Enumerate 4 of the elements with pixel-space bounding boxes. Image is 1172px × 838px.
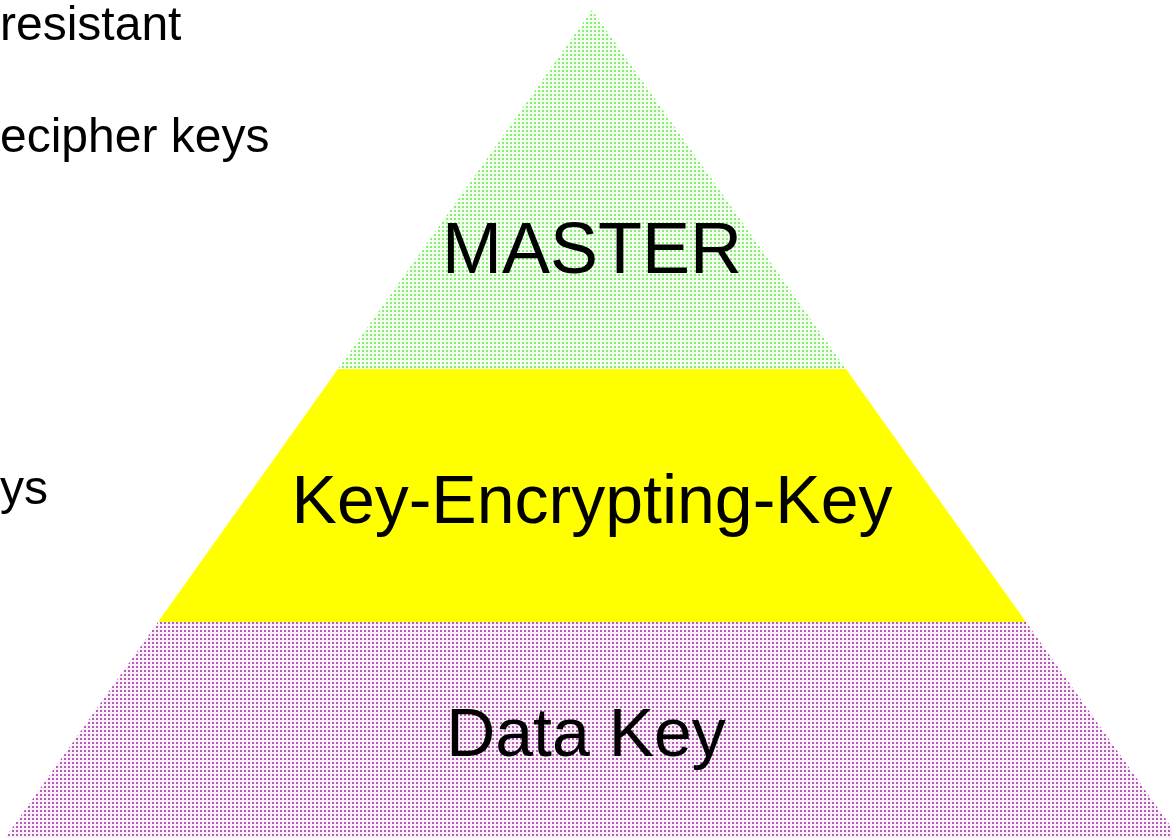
side-text: resistant (0, 0, 182, 48)
side-text: ecipher keys (0, 112, 270, 160)
band-label: MASTER (442, 212, 742, 284)
side-text: ys (0, 464, 48, 512)
